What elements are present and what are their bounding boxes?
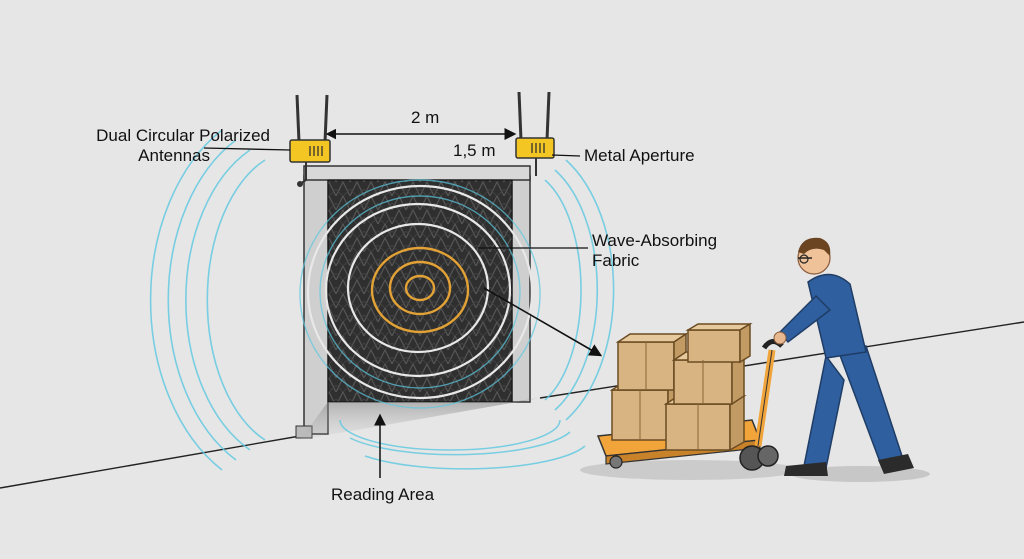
reading-area-floor: [300, 398, 540, 440]
right-antenna: [515, 91, 555, 176]
fabric-label-line2: Fabric: [592, 251, 640, 270]
floor-wave-arcs: [339, 419, 586, 470]
top-beam: [303, 165, 531, 181]
fabric-orange-rings: [370, 246, 470, 334]
right-wave-rings: [544, 159, 615, 421]
left-wave-rings: [149, 129, 266, 471]
wave-absorbing-fabric-label: Wave-Absorbing Fabric: [592, 231, 717, 271]
antennas-label: Dual Circular Polarized Antennas: [60, 126, 270, 166]
left-post: [303, 175, 329, 435]
metal-aperture-label: Metal Aperture: [584, 146, 695, 165]
fabric-label-line1: Wave-Absorbing: [592, 231, 718, 250]
left-antenna: [289, 94, 331, 187]
antennas-label-line2: Antennas: [138, 146, 210, 165]
cardboard-boxes: [609, 322, 753, 452]
reading-area-label: Reading Area: [331, 485, 435, 504]
fabric-cyan-rings: [299, 179, 541, 409]
box-tape-lines: [639, 342, 704, 450]
right-post: [511, 175, 531, 403]
width-inner-label: 1,5 m: [453, 141, 496, 160]
fabric-white-rings: [306, 184, 534, 400]
motion-arrow: [483, 287, 603, 357]
antennas-label-line1: Dual Circular Polarized: [96, 126, 270, 145]
wave-absorbing-fabric: [327, 179, 513, 403]
warehouse-worker: [773, 237, 930, 482]
aperture-leader: [551, 154, 581, 157]
antennas-leader: [203, 147, 291, 151]
width-outer-label: 2 m: [411, 108, 440, 127]
